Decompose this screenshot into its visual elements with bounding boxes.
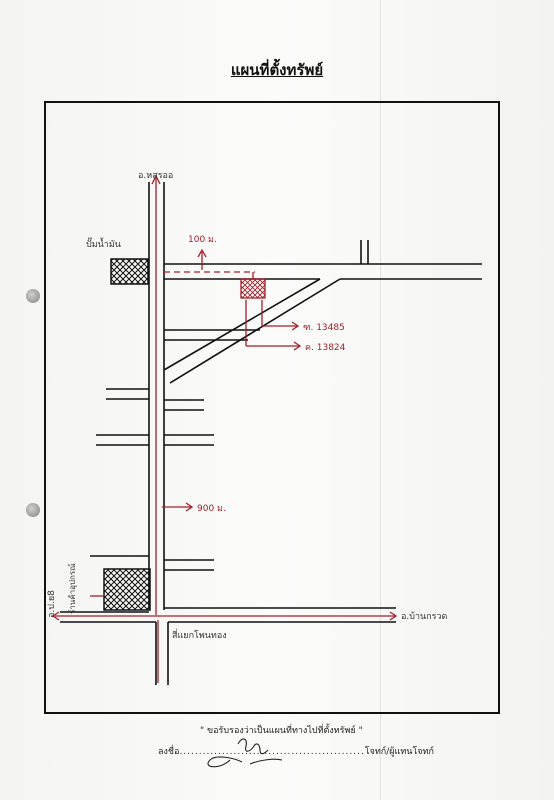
distance-900m-label: 900 ม. [197, 504, 226, 514]
bottom-road [60, 607, 396, 623]
shop-building [103, 568, 151, 611]
diagonal-road [163, 278, 341, 384]
punch-hole-icon [26, 289, 40, 303]
signature-line: ลงชื่อ..................................… [158, 747, 434, 757]
shop-label-vertical: ร้านค้าอุปกรณ์ [68, 563, 77, 614]
main-road [148, 182, 169, 685]
sign-suffix: โจทก์/ผู้แทนโจทก์ [364, 747, 434, 757]
distance-100m-label: 100 ม. [188, 235, 217, 245]
top-road [164, 240, 482, 280]
handwritten-signature [207, 738, 283, 768]
gas-station-building [110, 258, 149, 285]
property-plot [240, 278, 266, 299]
document-title: แผนที่ตั้งทรัพย์ [230, 61, 324, 79]
punch-hole-icon [26, 503, 40, 517]
gas-station-label: ปั๊มน้ำมัน [86, 240, 121, 250]
map-frame [44, 101, 500, 714]
deed-number-2: ค. 13824 [305, 343, 346, 353]
deed-number-1: ฑ. 13485 [303, 323, 345, 333]
road-label-left: อ.ป.ย8 [47, 590, 57, 618]
certification-statement: " ขอรับรองว่าเป็นแผนที่ทางไปที่ตั้งทรัพย… [200, 726, 363, 736]
sign-prefix: ลงชื่อ [158, 747, 180, 757]
road-label-right: อ.บ้านกรวด [401, 612, 448, 622]
road-label-top: อ.หสรออ [138, 171, 174, 181]
route-line [51, 174, 398, 683]
side-streets [90, 329, 260, 571]
intersection-label: สี่แยกโพนทอง [172, 631, 227, 641]
page-fold-line [380, 0, 381, 800]
